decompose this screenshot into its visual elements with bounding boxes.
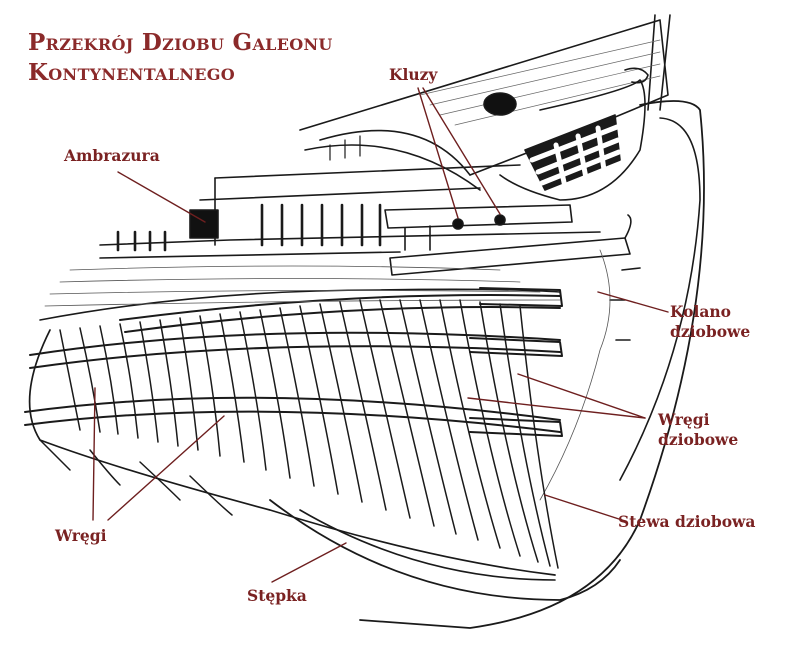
label-wregi-dziobowe-line2: dziobowe xyxy=(658,430,739,449)
frames-hatching xyxy=(39,299,559,569)
label-kluzy: Kluzy xyxy=(389,65,438,84)
leader-stewa xyxy=(544,494,623,521)
hawse-hole-2 xyxy=(494,214,506,226)
diagram-title: Przekrój Dziobu Galeonu Kontynentalnego xyxy=(28,28,333,88)
label-stewa-dziobowa: Stewa dziobowa xyxy=(618,512,756,531)
head-grating xyxy=(524,114,622,191)
leader-wregi-2 xyxy=(107,415,225,521)
leader-wregi-dziobowe-2 xyxy=(467,397,646,419)
leader-wregi-dziobowe-1 xyxy=(517,373,646,419)
gunport xyxy=(189,209,219,239)
leader-wregi-1 xyxy=(92,387,96,521)
label-wregi-dziobowe-line1: Wręgi xyxy=(658,410,710,429)
label-ambrazura: Ambrazura xyxy=(64,146,160,165)
leader-kolano xyxy=(597,291,669,313)
hawse-hole-1 xyxy=(452,218,464,230)
leader-kluzy-1 xyxy=(417,87,459,219)
hull-sketch xyxy=(24,14,705,629)
leader-kluzy-2 xyxy=(422,87,501,215)
leader-lines xyxy=(92,87,669,583)
label-kolano-dziobowe: Kolano dziobowe xyxy=(670,302,750,342)
label-wregi-dziobowe: Wręgi dziobowe xyxy=(658,410,738,450)
ribbands xyxy=(24,287,563,437)
label-stepka: Stępka xyxy=(247,586,307,605)
leader-ambrazura xyxy=(117,171,206,223)
label-kolano-line1: Kolano xyxy=(670,302,732,321)
title-line-1: Przekrój Dziobu Galeonu xyxy=(28,29,333,56)
title-line-2: Kontynentalnego xyxy=(28,59,235,86)
bulwark-stanchions xyxy=(116,203,382,252)
leader-stepka xyxy=(271,542,347,583)
label-wregi: Wręgi xyxy=(55,526,107,545)
label-kolano-line2: dziobowe xyxy=(670,322,751,341)
